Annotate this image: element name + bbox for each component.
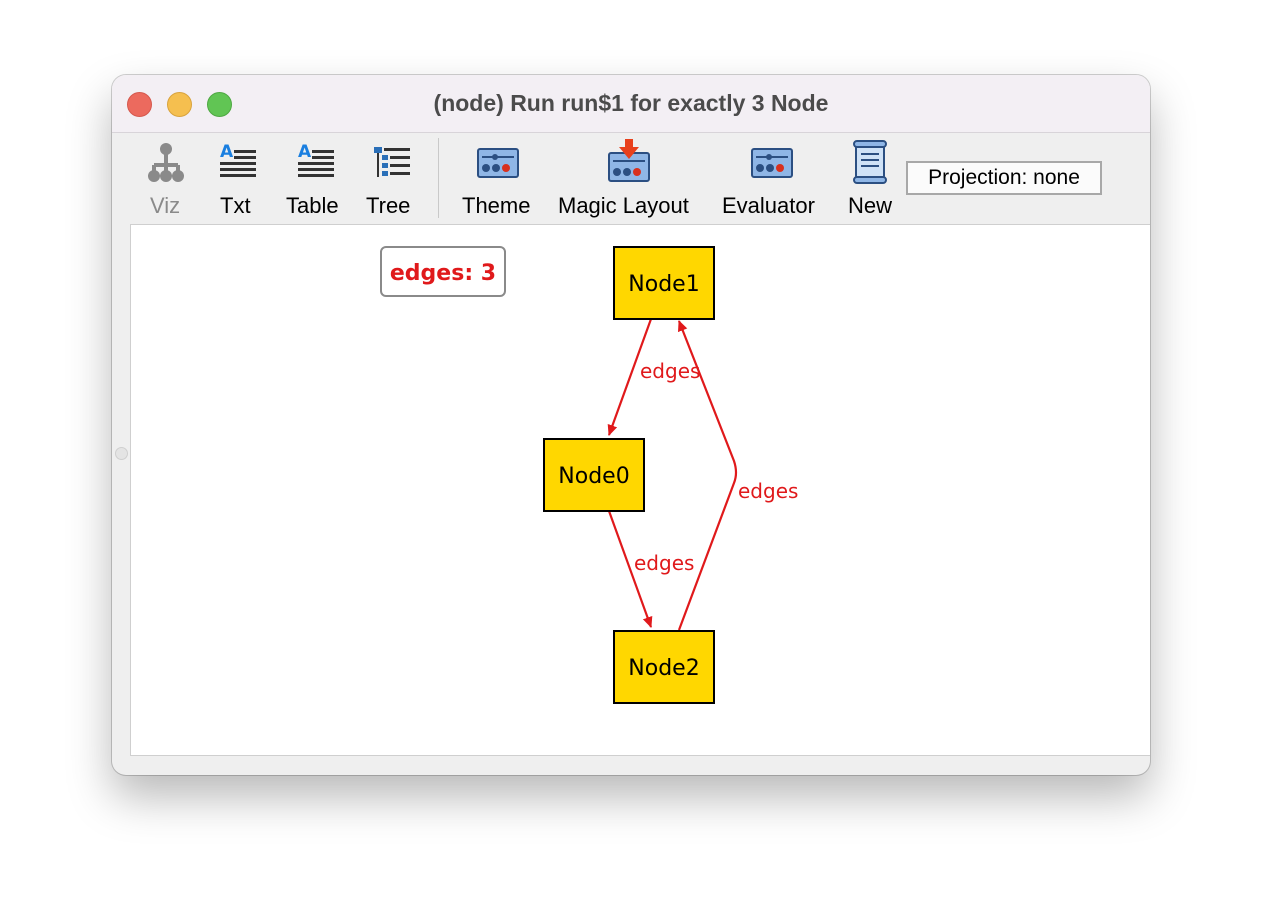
edge-node2-node1[interactable]	[677, 320, 738, 631]
evaluator-button[interactable]: Evaluator	[722, 133, 822, 225]
node-node2[interactable]: Node2	[613, 630, 715, 704]
edge-node0-node2[interactable]	[607, 510, 653, 628]
magic-layout-icon	[608, 139, 650, 182]
table-icon: A	[298, 142, 334, 177]
magic-layout-label: Magic Layout	[558, 193, 689, 218]
edge-label-2: edges	[634, 551, 694, 575]
viz-tree-icon	[148, 143, 184, 182]
table-button[interactable]: A Table	[284, 133, 348, 225]
toolbar-separator	[438, 138, 439, 218]
splitter-handle[interactable]	[115, 447, 128, 460]
edge-label-1: edges	[640, 359, 700, 383]
tree-icon	[374, 147, 410, 177]
txt-icon: A	[220, 142, 256, 177]
viz-button[interactable]: Viz	[142, 133, 192, 225]
svg-text:A: A	[298, 142, 312, 162]
magic-layout-button[interactable]: Magic Layout	[558, 133, 700, 225]
theme-button[interactable]: Theme	[460, 133, 536, 225]
node-node1[interactable]: Node1	[613, 246, 715, 320]
theme-label: Theme	[462, 193, 531, 218]
new-label: New	[848, 193, 893, 218]
edges-legend-text: edges: 3	[390, 261, 496, 286]
evaluator-icon	[751, 148, 793, 178]
projection-button[interactable]: Projection: none	[906, 161, 1102, 195]
viz-label: Viz	[150, 193, 181, 218]
title-bar: (node) Run run$1 for exactly 3 Node	[112, 75, 1150, 133]
graph-svg: edges: 3 edges edges edges Node1 Node0 N…	[380, 246, 798, 704]
tree-label: Tree	[366, 193, 411, 218]
node-node1-label: Node1	[628, 272, 699, 297]
minimize-window-button[interactable]	[167, 92, 192, 117]
window-title: (node) Run run$1 for exactly 3 Node	[433, 90, 829, 116]
theme-icon	[477, 148, 519, 178]
node-node0[interactable]: Node0	[543, 438, 645, 512]
node-node2-label: Node2	[628, 656, 699, 681]
table-label: Table	[286, 193, 339, 218]
txt-label: Txt	[220, 193, 251, 218]
graph-canvas[interactable]: edges: 3 edges edges edges Node1 Node0 N…	[130, 224, 1150, 756]
edge-label-3: edges	[738, 479, 798, 503]
svg-text:A: A	[220, 142, 234, 162]
new-scroll-icon	[853, 140, 887, 184]
node-node0-label: Node0	[558, 464, 629, 489]
tree-button[interactable]: Tree	[364, 133, 420, 225]
maximize-window-button[interactable]	[207, 92, 232, 117]
new-button[interactable]: New	[846, 133, 896, 225]
close-window-button[interactable]	[127, 92, 152, 117]
edges-legend: edges: 3	[380, 246, 506, 297]
evaluator-label: Evaluator	[722, 193, 815, 218]
toolbar: Viz A Txt A Table	[112, 133, 1150, 225]
app-window: (node) Run run$1 for exactly 3 Node Viz …	[112, 75, 1150, 775]
txt-button[interactable]: A Txt	[216, 133, 260, 225]
edge-node1-node0[interactable]	[607, 318, 653, 436]
